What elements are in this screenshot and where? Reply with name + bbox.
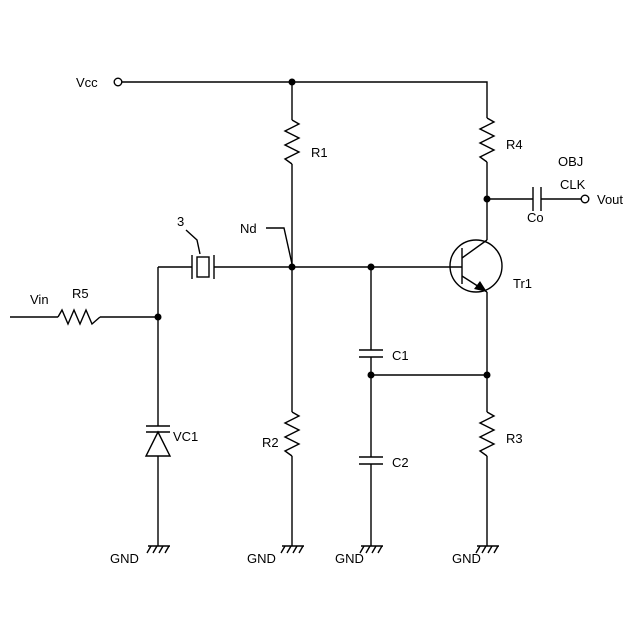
c2-label: C2 — [392, 455, 409, 470]
r5-label: R5 — [72, 286, 89, 301]
resistor-r2 — [285, 412, 299, 456]
capacitor-c2 — [359, 457, 383, 464]
varicap-diode-vc1 — [146, 426, 170, 456]
crystal-leader-line — [186, 230, 200, 254]
nd-label: Nd — [240, 221, 257, 236]
ground-symbol — [147, 546, 170, 553]
resistor-r4 — [480, 118, 494, 162]
vcc-terminal — [114, 78, 122, 86]
crystal-ref-label: 3 — [177, 214, 184, 229]
resistor-r1 — [285, 120, 299, 164]
gnd-label: GND — [452, 551, 481, 566]
vin-label: Vin — [30, 292, 49, 307]
capacitor-co — [533, 187, 541, 211]
ground-symbol — [281, 546, 304, 553]
resistor-r5 — [58, 310, 100, 324]
clk-label: CLK — [560, 177, 586, 192]
wires — [10, 82, 581, 546]
tr1-label: Tr1 — [513, 276, 532, 291]
crystal-resonator — [192, 255, 214, 279]
r4-label: R4 — [506, 137, 523, 152]
co-label: Co — [527, 210, 544, 225]
r1-label: R1 — [311, 145, 328, 160]
gnd-label: GND — [335, 551, 364, 566]
vcc-label: Vcc — [76, 75, 98, 90]
node-leader-line — [266, 228, 292, 264]
transistor-tr1 — [450, 240, 502, 292]
vc1-label: VC1 — [173, 429, 198, 444]
obj-label: OBJ — [558, 154, 583, 169]
r3-label: R3 — [506, 431, 523, 446]
r2-label: R2 — [262, 435, 279, 450]
c1-label: C1 — [392, 348, 409, 363]
resistor-r3 — [480, 412, 494, 456]
gnd-label: GND — [110, 551, 139, 566]
junctions — [155, 79, 491, 379]
vout-label: Vout — [597, 192, 623, 207]
gnd-label: GND — [247, 551, 276, 566]
vout-terminal — [581, 195, 589, 203]
capacitor-c1 — [359, 350, 383, 357]
